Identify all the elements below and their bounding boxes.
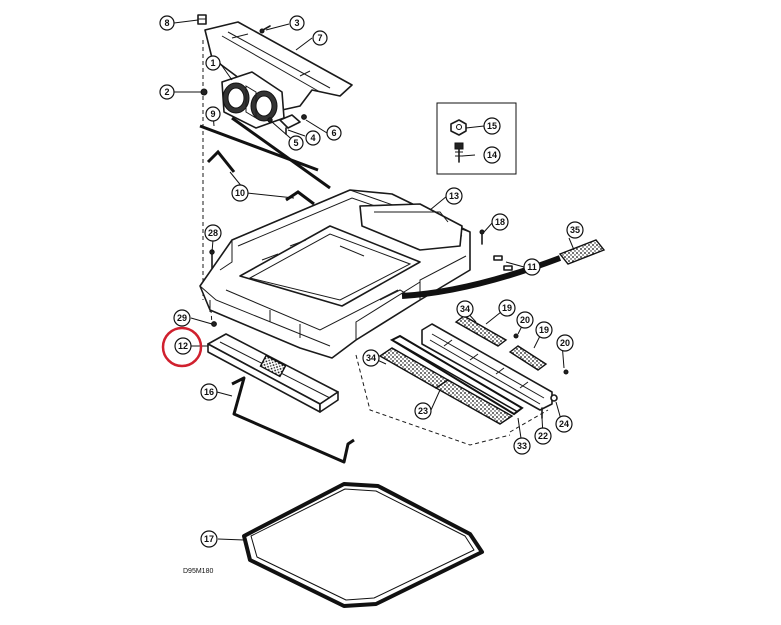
callout-14-label: 14 (487, 150, 497, 160)
callout-12: 12 (174, 337, 192, 355)
screw-3 (259, 25, 271, 34)
callout-9-label: 9 (210, 109, 215, 119)
highlight-ring (161, 326, 203, 368)
callout-34-lower: 34 (362, 349, 380, 367)
callout-15: 15 (483, 117, 501, 135)
callout-34-upper: 34 (456, 300, 474, 318)
callout-8: 8 (159, 15, 175, 31)
callout-28-label: 28 (208, 228, 218, 238)
fastener-11 (493, 255, 513, 271)
callout-3: 3 (289, 15, 305, 31)
grille-assembly (378, 315, 569, 425)
callout-4-label: 4 (310, 133, 315, 143)
callout-20-right-label: 20 (560, 338, 570, 348)
callout-6: 6 (326, 125, 342, 141)
callout-33: 33 (513, 437, 531, 455)
fastener-18 (479, 229, 485, 245)
screw-8 (197, 14, 207, 25)
callout-20-right: 20 (556, 334, 574, 352)
bent-link-10 (206, 149, 315, 206)
callout-19-right: 19 (535, 321, 553, 339)
callout-13-label: 13 (449, 191, 459, 201)
callout-23-label: 23 (418, 406, 428, 416)
hardware-inset-box (436, 102, 517, 175)
callout-17: 17 (200, 530, 218, 548)
callout-34-lower-label: 34 (366, 353, 376, 363)
callout-8-label: 8 (164, 18, 169, 28)
blower-motor (221, 71, 285, 129)
callout-19-left-label: 19 (502, 303, 512, 313)
callout-35: 35 (566, 221, 584, 239)
callout-1-label: 1 (210, 58, 215, 68)
callout-10-label: 10 (235, 188, 245, 198)
callout-19-right-label: 19 (539, 325, 549, 335)
callout-10: 10 (231, 184, 249, 202)
callout-9: 9 (205, 106, 221, 122)
callout-6-label: 6 (331, 128, 336, 138)
callout-16-label: 16 (204, 387, 214, 397)
callout-33-label: 33 (517, 441, 527, 451)
drawing-code: D95M180 (183, 568, 213, 575)
callout-28: 28 (204, 224, 222, 242)
callout-13: 13 (445, 187, 463, 205)
callout-24: 24 (555, 415, 573, 433)
drain-tray-12 (207, 333, 339, 413)
callout-20-left: 20 (516, 311, 534, 329)
screw-29 (211, 321, 217, 327)
callout-2-label: 2 (164, 87, 169, 97)
motor-hardware (267, 114, 307, 135)
callout-24-label: 24 (559, 419, 569, 429)
callout-11: 11 (523, 258, 541, 276)
callout-5-label: 5 (293, 138, 298, 148)
callout-22: 22 (534, 427, 552, 445)
callout-1: 1 (205, 55, 221, 71)
rod-9 (199, 116, 331, 190)
callout-19-left: 19 (498, 299, 516, 317)
callout-5: 5 (288, 135, 304, 151)
callout-18-label: 18 (495, 217, 505, 227)
callout-22-label: 22 (538, 431, 548, 441)
callout-23: 23 (414, 402, 432, 420)
callout-34-upper-label: 34 (460, 304, 470, 314)
callout-18: 18 (491, 213, 509, 231)
callout-35-label: 35 (570, 225, 580, 235)
callout-20-left-label: 20 (520, 315, 530, 325)
callout-7-label: 7 (317, 33, 322, 43)
bent-rod-16 (231, 376, 355, 464)
callout-15-label: 15 (487, 121, 497, 131)
gasket-17 (242, 482, 484, 608)
callout-29-label: 29 (177, 313, 187, 323)
callout-11-label: 11 (527, 262, 537, 272)
callout-7: 7 (312, 30, 328, 46)
motor-mount-bracket (204, 21, 353, 111)
callout-29: 29 (173, 309, 191, 327)
callout-2: 2 (159, 84, 175, 100)
callout-14: 14 (483, 146, 501, 164)
callout-12-label: 12 (178, 341, 188, 351)
callout-17-label: 17 (204, 534, 214, 544)
callout-3-label: 3 (294, 18, 299, 28)
callout-4: 4 (305, 130, 321, 146)
main-housing (199, 189, 471, 359)
callout-16: 16 (200, 383, 218, 401)
